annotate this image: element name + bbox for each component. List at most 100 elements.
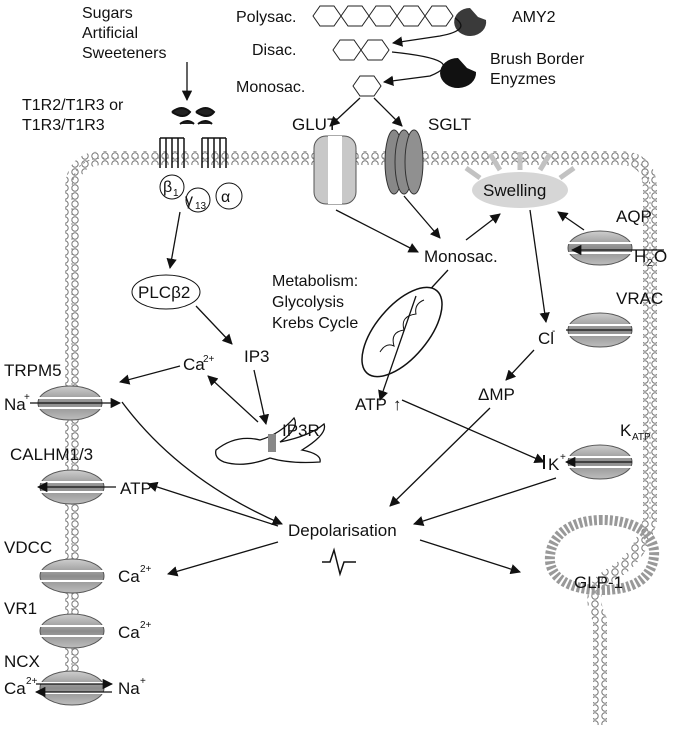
vrac-label: VRAC bbox=[616, 289, 663, 308]
glut-label: GLUT bbox=[292, 115, 337, 134]
glycolysis-label: Glycolysis bbox=[272, 294, 344, 311]
arrow-glut-monosac bbox=[335, 209, 419, 253]
vdcc-channel bbox=[39, 558, 105, 594]
intracellular-monosac-label: Monosac. bbox=[424, 247, 498, 266]
arrow-plc-ip3 bbox=[195, 305, 233, 345]
glp1-helix-icon bbox=[544, 515, 660, 596]
disaccharide bbox=[332, 39, 390, 61]
arrow-depol-glp1 bbox=[419, 539, 521, 575]
vdcc-label: VDCC bbox=[4, 538, 52, 557]
trpm5-ion: Na bbox=[4, 395, 26, 414]
vrac-channel bbox=[566, 312, 633, 348]
receptor-label-2: T1R3/T1R3 bbox=[22, 117, 105, 134]
receptor-label-1: T1R2/T1R3 or bbox=[22, 97, 124, 114]
ncx-label: NCX bbox=[4, 652, 40, 671]
glut-transporter-icon bbox=[313, 135, 357, 205]
plc-ellipse bbox=[131, 274, 201, 310]
vr1-ion-charge: 2+ bbox=[140, 620, 152, 631]
amy2-enzyme-icon bbox=[454, 8, 487, 36]
ncx-ion-in: Ca bbox=[4, 679, 26, 698]
arrow-aqp-swelling bbox=[557, 211, 585, 231]
brush-border-enzyme-icon bbox=[440, 58, 477, 88]
arrow-ip3-ip3r bbox=[253, 369, 270, 426]
calhm-channel bbox=[36, 469, 116, 505]
katp-channel bbox=[564, 444, 633, 480]
polysaccharide-chain bbox=[312, 5, 454, 27]
ip3r-label: IP3R bbox=[282, 421, 320, 440]
glp1-label: GLP-1 bbox=[574, 573, 623, 592]
cell-membrane bbox=[65, 151, 657, 725]
trpm5-ion-charge: + bbox=[24, 392, 30, 403]
artificial-label: Artificial bbox=[82, 25, 138, 42]
alpha-subunit: α bbox=[221, 189, 230, 206]
arrow-amy2 bbox=[391, 17, 462, 47]
sweeteners-label: Sweeteners bbox=[82, 45, 167, 62]
arrow-cl-dmp bbox=[505, 349, 535, 381]
g-protein: β 1 γ 13 α bbox=[159, 174, 243, 213]
katp-label: K bbox=[620, 421, 632, 440]
cl-charge: - bbox=[552, 326, 555, 337]
arrow-to-sglt bbox=[373, 97, 403, 127]
ca-charge: 2+ bbox=[203, 354, 215, 365]
swelling-label: Swelling bbox=[483, 181, 546, 200]
calhm-atp: ATP bbox=[120, 479, 152, 498]
vdcc-ion-charge: 2+ bbox=[140, 564, 152, 575]
depolarisation-label: Depolarisation bbox=[288, 521, 397, 540]
endoplasmic-reticulum-icon bbox=[215, 416, 326, 465]
brush-border-label-1: Brush Border bbox=[490, 51, 585, 68]
aqp-channel bbox=[567, 230, 664, 266]
krebs-label: Krebs Cycle bbox=[272, 315, 358, 332]
monosac-label: Monosac. bbox=[236, 79, 305, 96]
polysac-label: Polysac. bbox=[236, 9, 296, 26]
plc-label: PLCβ2 bbox=[138, 283, 190, 302]
cl-label: Cl bbox=[538, 329, 554, 348]
disac-label: Disac. bbox=[252, 42, 296, 59]
arrow-monosac-swelling bbox=[465, 213, 501, 241]
vdcc-ion: Ca bbox=[118, 567, 140, 586]
vr1-label: VR1 bbox=[4, 599, 37, 618]
arrow-to-glut bbox=[329, 97, 361, 127]
k-charge: + bbox=[560, 452, 566, 463]
ca-label: Ca bbox=[183, 355, 205, 374]
beta-subunit: β bbox=[163, 179, 172, 196]
amy2-label: AMY2 bbox=[512, 9, 556, 26]
arrow-dmp-depol bbox=[389, 407, 491, 507]
monosaccharide bbox=[352, 75, 382, 97]
action-potential-icon bbox=[322, 547, 356, 577]
vr1-channel bbox=[39, 613, 105, 649]
katp-label-sub: ATP bbox=[632, 432, 651, 443]
trpm5-channel bbox=[30, 385, 122, 421]
arrow-trpm5-depol bbox=[121, 401, 283, 526]
gamma-subunit-index: 13 bbox=[195, 201, 207, 212]
arrow-depol-vdcc bbox=[167, 541, 279, 577]
ncx-ion-out-charge: + bbox=[140, 676, 146, 687]
sglt-transporter-icon bbox=[384, 129, 424, 195]
aqp-water: H bbox=[634, 247, 646, 266]
arrow-depol-calhm bbox=[147, 481, 279, 527]
trpm5-label: TRPM5 bbox=[4, 361, 62, 380]
sglt-label: SGLT bbox=[428, 115, 471, 134]
vr1-ion: Ca bbox=[118, 623, 140, 642]
arrow-swelling-cl bbox=[529, 209, 550, 324]
ip3-label: IP3 bbox=[244, 347, 270, 366]
sugars-label: Sugars bbox=[82, 5, 133, 22]
arrow-ca-trpm5 bbox=[118, 365, 181, 385]
aqp-water-sub: 2 bbox=[647, 258, 653, 269]
line-atp-k-inhibit bbox=[401, 399, 545, 464]
k-label: K bbox=[548, 455, 560, 474]
aqp-label: AQP bbox=[616, 207, 652, 226]
aqp-water-tail: O bbox=[654, 247, 667, 266]
brush-border-label-2: Enyzmes bbox=[490, 71, 556, 88]
arrow-k-depol bbox=[413, 477, 557, 527]
sweet-receptor-icon bbox=[159, 107, 227, 168]
arrow-brush bbox=[382, 51, 445, 86]
mitochondrion-icon bbox=[361, 286, 443, 378]
calhm-label: CALHM1/3 bbox=[10, 445, 93, 464]
arrow-mito-atp bbox=[378, 295, 417, 401]
ncx-channel bbox=[34, 670, 114, 706]
arrow-er-ca bbox=[207, 375, 259, 423]
atp-label: ATP bbox=[355, 395, 387, 414]
beta-subunit-index: 1 bbox=[173, 188, 179, 199]
